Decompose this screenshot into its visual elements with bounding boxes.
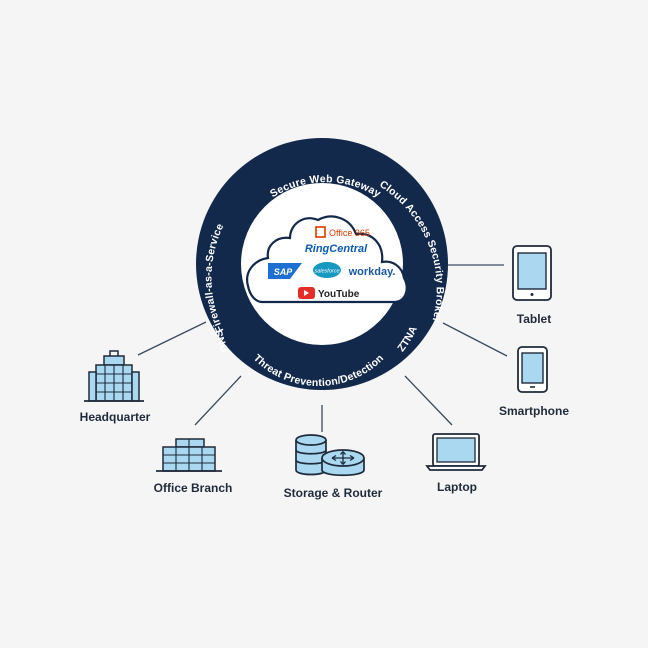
svg-text:YouTube: YouTube xyxy=(318,289,360,300)
office-branch-icon xyxy=(156,438,222,472)
connector-smartphone xyxy=(442,322,508,357)
sap-logo: SAP xyxy=(268,263,302,279)
label-office-branch: Office Branch xyxy=(153,481,233,495)
label-smartphone: Smartphone xyxy=(498,404,570,418)
label-headquarter: Headquarter xyxy=(79,410,151,424)
svg-text:Office 365: Office 365 xyxy=(329,228,370,238)
connector-office-branch xyxy=(194,375,242,426)
label-tablet: Tablet xyxy=(516,312,552,326)
workday-logo: workday. xyxy=(348,266,396,278)
headquarter-icon xyxy=(84,350,144,402)
salesforce-logo: salesforce xyxy=(313,262,341,278)
storage-router-icon xyxy=(295,434,365,477)
label-storage-router: Storage & Router xyxy=(283,486,383,500)
office365-logo: Office 365 xyxy=(315,226,370,238)
tablet-icon xyxy=(512,245,552,301)
connector-headquarter xyxy=(137,321,207,356)
cloud-icon xyxy=(246,215,408,304)
connector-laptop xyxy=(404,375,453,426)
svg-text:SAP: SAP xyxy=(274,267,294,277)
youtube-logo: YouTube xyxy=(298,287,360,300)
label-laptop: Laptop xyxy=(437,480,477,494)
laptop-icon xyxy=(425,433,487,471)
smartphone-icon xyxy=(517,346,548,393)
svg-text:salesforce: salesforce xyxy=(314,269,339,275)
ringcentral-logo: RingCentral xyxy=(305,243,368,255)
